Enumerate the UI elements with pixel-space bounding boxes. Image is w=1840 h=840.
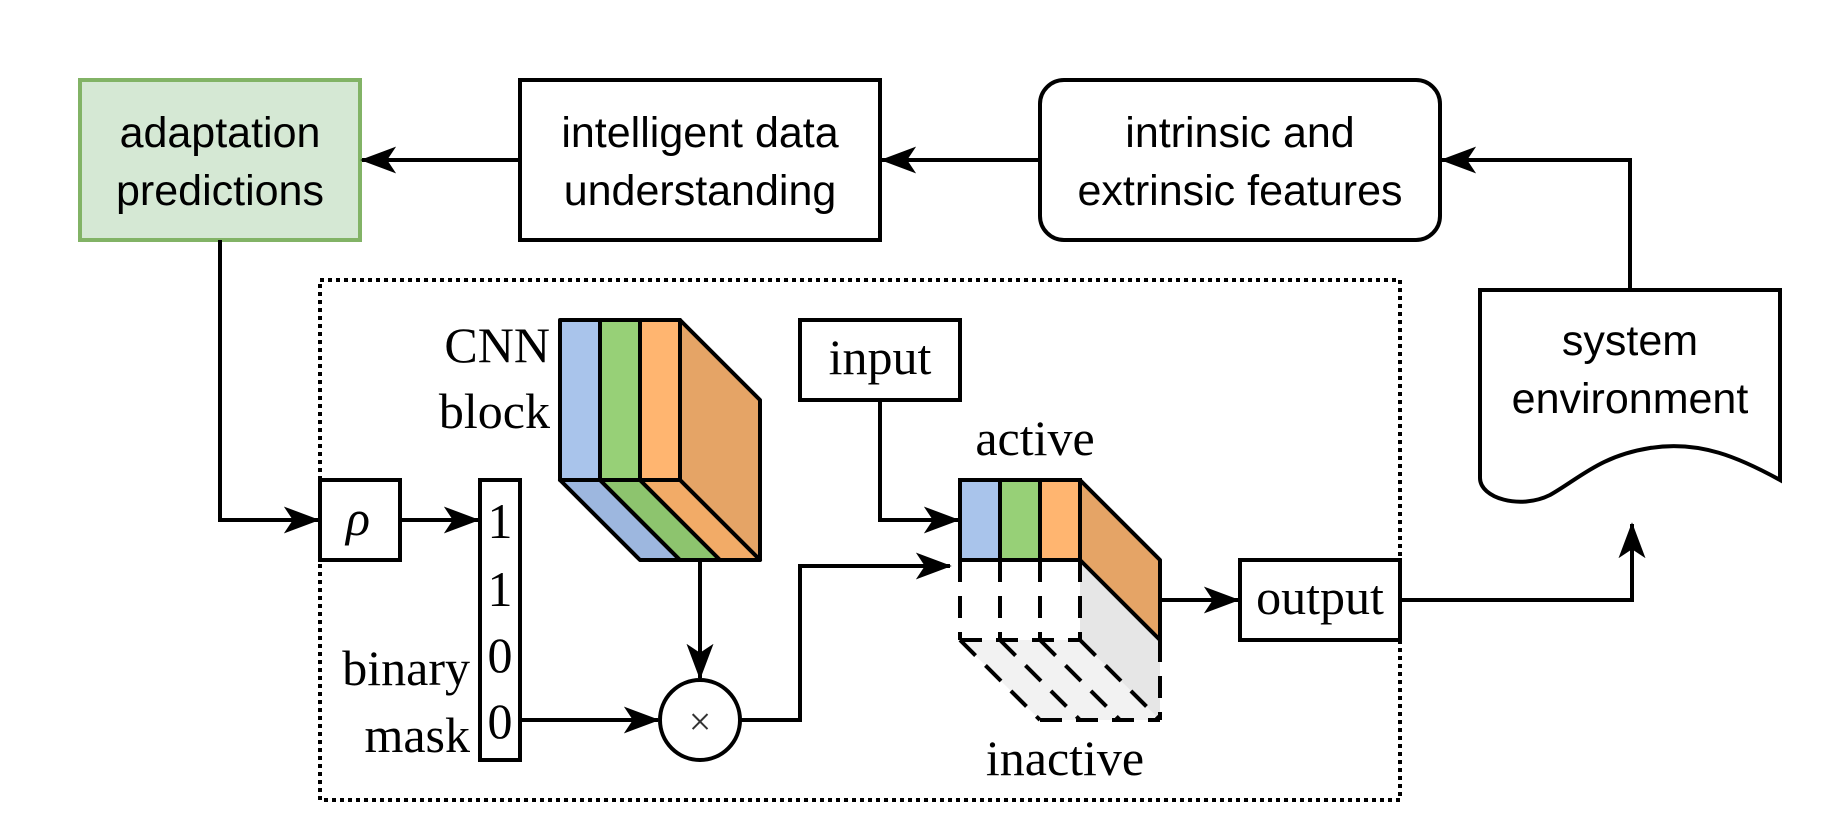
system-environment-shape: system environment — [1478, 288, 1782, 504]
inactive-label: inactive — [986, 730, 1144, 786]
arrow-adaptation-to-rho — [218, 240, 320, 534]
active-channel-blue — [958, 478, 1002, 562]
input-box: input — [798, 318, 962, 402]
active-label: active — [975, 410, 1094, 466]
arrow-multiply-to-block — [740, 552, 952, 722]
output-box: output — [1238, 558, 1402, 642]
cnn-label-line1: CNN — [444, 317, 550, 373]
features-line1: intrinsic and — [1125, 109, 1354, 157]
cnn-channel-orange — [638, 318, 682, 482]
rho-symbol: ρ — [344, 490, 370, 546]
arrow-environment-to-features — [1440, 146, 1632, 290]
arrow-output-to-environment — [1400, 522, 1646, 602]
intelligent-line1: intelligent data — [561, 109, 838, 157]
mask-value: 0 — [488, 627, 513, 683]
intelligent-data-understanding-box: intelligent data understanding — [518, 78, 882, 242]
mask-value: 1 — [488, 561, 513, 617]
binary-mask-label-line2: mask — [364, 707, 470, 763]
environment-line1: system — [1562, 317, 1698, 365]
mask-value: 1 — [488, 493, 513, 549]
adaptation-line1: adaptation — [120, 109, 321, 157]
output-feature-block — [958, 478, 1162, 722]
active-channel-green — [998, 478, 1042, 562]
inactive-side-face — [1080, 560, 1160, 720]
cnn-block — [558, 318, 762, 562]
cnn-channel-blue — [558, 318, 602, 482]
mask-value: 0 — [488, 693, 513, 749]
cnn-channel-green — [598, 318, 642, 482]
binary-mask-label-line1: binary — [342, 640, 470, 696]
adaptation-line2: predictions — [116, 167, 324, 215]
environment-line2: environment — [1512, 375, 1749, 423]
inactive-channels-dashed — [958, 560, 1162, 722]
multiply-symbol: × — [689, 699, 712, 744]
multiply-node: × — [658, 678, 742, 762]
inactive-bottom-face — [960, 640, 1160, 720]
features-line2: extrinsic features — [1077, 167, 1402, 215]
intelligent-line2: understanding — [564, 167, 837, 215]
cnn-label-line2: block — [439, 383, 550, 439]
adaptation-predictions-box: adaptation predictions — [78, 78, 362, 242]
rho-box: ρ — [318, 478, 402, 562]
output-label: output — [1256, 569, 1384, 625]
input-label: input — [829, 329, 932, 385]
binary-mask-vector: 1 1 0 0 — [478, 478, 522, 762]
intrinsic-extrinsic-features-box: intrinsic and extrinsic features — [1038, 78, 1442, 242]
arrow-input-to-active — [878, 400, 960, 534]
active-channel-orange — [1038, 478, 1082, 562]
